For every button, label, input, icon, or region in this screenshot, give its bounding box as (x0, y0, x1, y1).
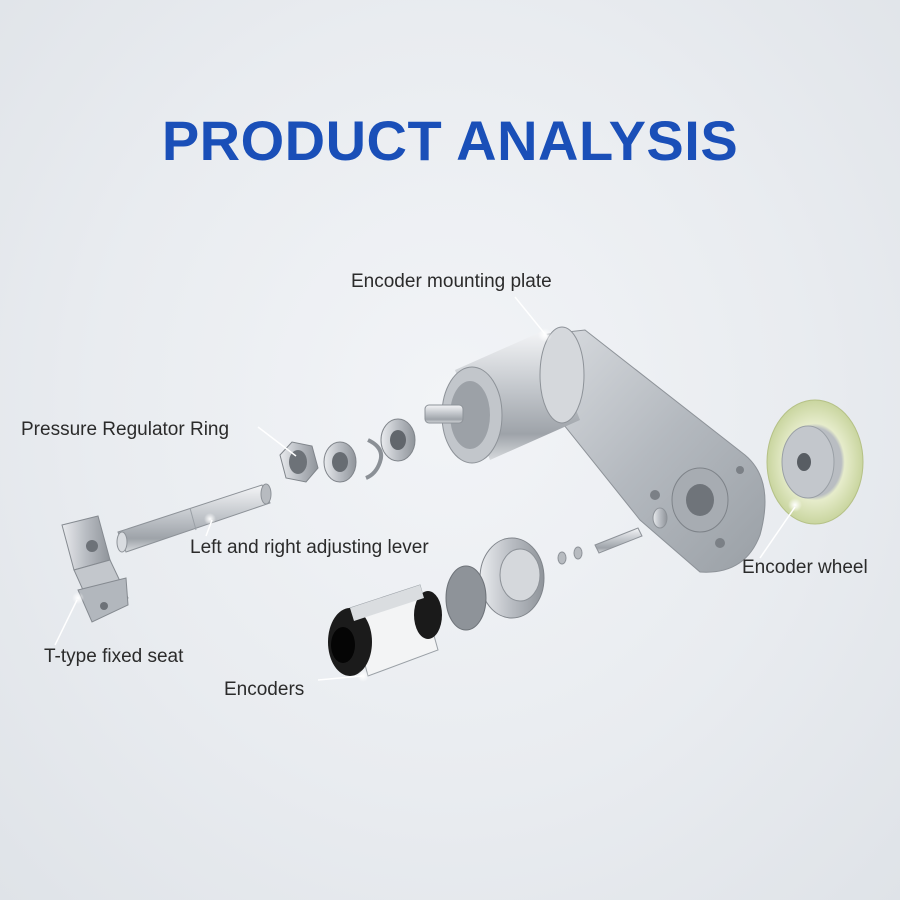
bearing-ring (380, 418, 416, 462)
label-pressure-regulator-ring: Pressure Regulator Ring (21, 419, 230, 440)
washer-ring (323, 441, 357, 483)
retaining-clip (365, 438, 384, 480)
t-type-fixed-seat (61, 515, 129, 623)
label-encoder-wheel: Encoder wheel (742, 557, 868, 578)
label-encoder-mounting-plate: Encoder mounting plate (351, 271, 552, 292)
label-encoders: Encoders (224, 679, 305, 700)
shaft-pins (557, 507, 668, 565)
encoder-body (328, 584, 442, 682)
encoder-wheel (766, 399, 864, 525)
encoder-flange (445, 537, 545, 631)
adjusting-lever (116, 483, 272, 553)
page-title: PRODUCT ANALYSIS (161, 109, 739, 172)
pressure-regulator-ring (279, 441, 319, 483)
label-adjusting-lever: Left and right adjusting lever (190, 537, 429, 558)
label-t-type-fixed-seat: T-type fixed seat (44, 646, 184, 667)
encoder-mounting-plate (424, 326, 766, 573)
leader-lines (54, 296, 796, 681)
